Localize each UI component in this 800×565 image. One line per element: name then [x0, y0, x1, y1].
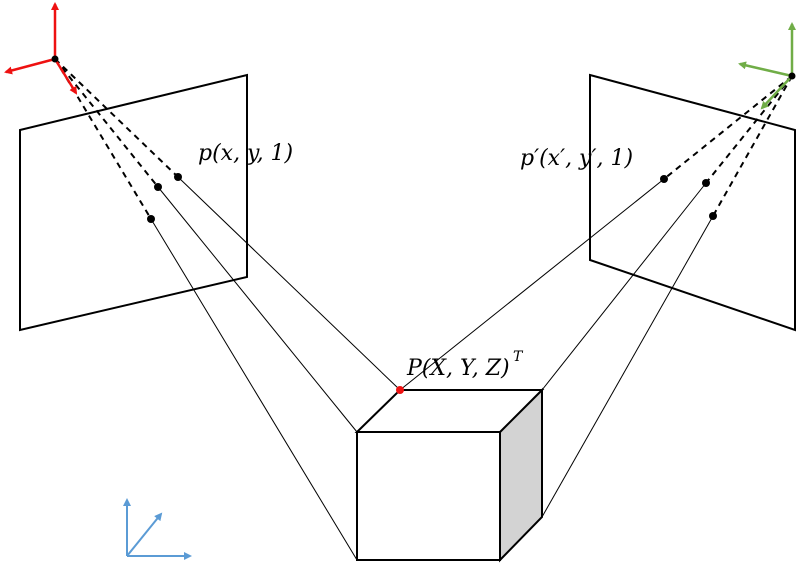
right-projection-lines [399, 178, 714, 518]
left-image-point-label: p(x, y, 1) [198, 141, 293, 166]
world-point-marker [396, 386, 404, 394]
right-image-point-1 [660, 175, 668, 183]
right-image-point-3 [709, 212, 717, 220]
world-point-label: P(X, Y, Z) [406, 356, 510, 381]
green-axes-icon [738, 22, 796, 110]
world-point-transpose-label: T [513, 349, 524, 365]
right-image-point-2 [702, 179, 710, 187]
left-projection-lines [150, 176, 401, 561]
blue-axes-icon [123, 498, 192, 560]
left-image-point-3 [147, 215, 155, 223]
left-image-plane [19, 73, 248, 332]
cube-front-face [356, 431, 501, 561]
left-image-point-2 [154, 183, 162, 191]
left-camera-center [51, 55, 59, 63]
left-image-point-1 [174, 173, 182, 181]
left-image-points [147, 173, 182, 223]
right-image-points [660, 175, 717, 220]
right-image-point-label: p′(x′, y′, 1) [520, 146, 633, 171]
left-camera-rays [54, 58, 179, 220]
right-camera-rays [663, 75, 793, 217]
red-axes-icon [4, 2, 78, 95]
right-camera-center [788, 72, 796, 80]
right-image-plane [589, 73, 796, 332]
